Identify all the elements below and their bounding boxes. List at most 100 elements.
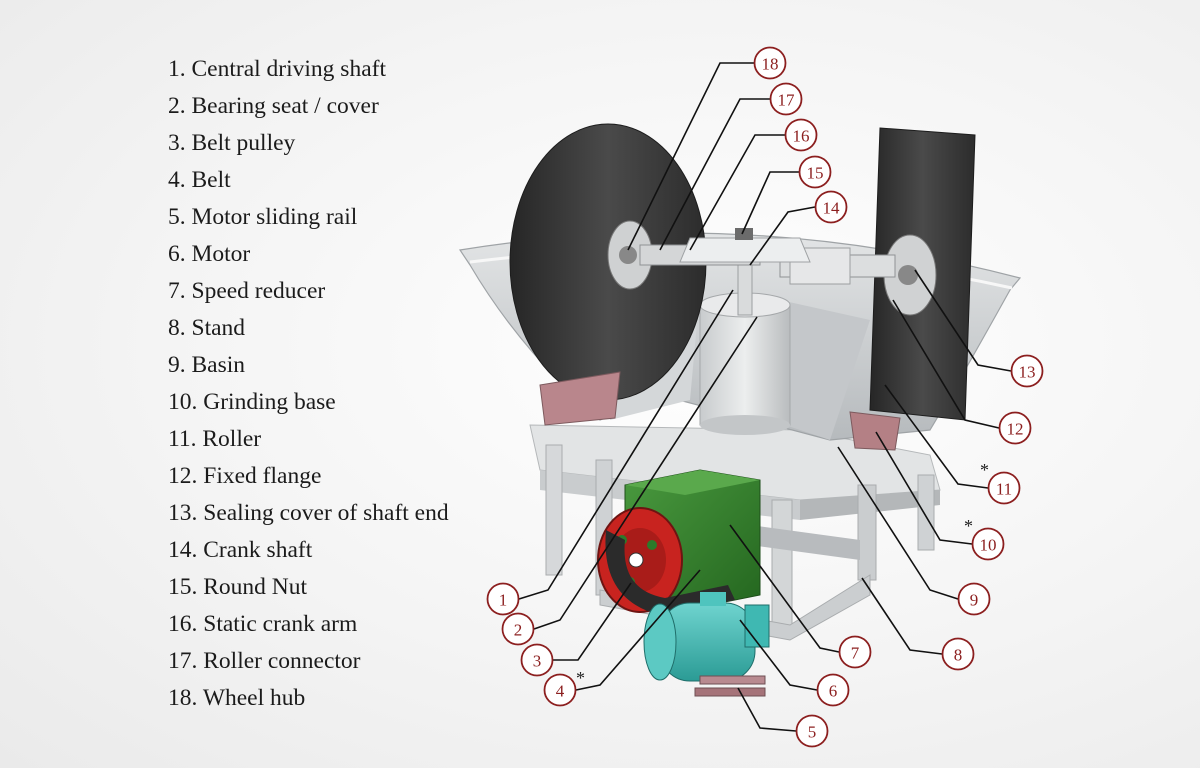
grinding-bases (539, 371, 901, 451)
callout-circle (769, 82, 803, 116)
legend-item: 6. Motor (168, 241, 251, 267)
leader-line-12 (892, 299, 1000, 429)
callout-circle (987, 471, 1021, 505)
leader-line-17 (659, 98, 770, 251)
leader-line-3 (553, 582, 632, 661)
leader-line-16 (689, 134, 785, 251)
leader-line-15 (741, 171, 799, 235)
callout-number: 16 (793, 127, 810, 146)
callout-5: 5 (795, 714, 829, 748)
leader-line-10 (875, 431, 973, 545)
callout-number: 17 (778, 91, 796, 110)
callout-circle (798, 155, 832, 189)
leader-line-6 (739, 619, 818, 691)
callout-number: 10 (980, 536, 997, 555)
callout-circle (486, 582, 520, 616)
callout-13: 13 (1010, 354, 1044, 388)
callout-16: 16 (784, 118, 818, 152)
callout-1: 1 (486, 582, 520, 616)
callout-number: 13 (1019, 363, 1036, 382)
callout-circle (998, 411, 1032, 445)
callout-number: 18 (762, 55, 779, 74)
callout-circle (941, 637, 975, 671)
callout-6: 6 (816, 673, 850, 707)
callout-number: 12 (1007, 420, 1024, 439)
callout-number: 3 (533, 652, 542, 671)
legend-item: 8. Stand (168, 315, 246, 341)
callout-number: 15 (807, 164, 824, 183)
callout-circle (784, 118, 818, 152)
callout-circle (816, 673, 850, 707)
leader-line-18 (627, 62, 754, 251)
legend-item: 17. Roller connector (168, 648, 361, 674)
callout-11: 11 * (980, 460, 1021, 505)
callout-7: 7 (838, 635, 872, 669)
callout-number: 7 (851, 644, 860, 663)
legend-item: 10. Grinding base (168, 389, 336, 415)
legend-item: 9. Basin (168, 352, 246, 378)
callout-number: 4 (556, 682, 565, 701)
callout-3: 3 (520, 643, 554, 677)
callout-circle (957, 582, 991, 616)
leader-line-9 (837, 446, 959, 600)
callout-star: * (964, 516, 973, 536)
legend-item: 14. Crank shaft (168, 537, 313, 563)
leader-line-8 (861, 577, 943, 655)
crank-arm (679, 228, 811, 263)
callout-circle (1010, 354, 1044, 388)
callout-circle (520, 643, 554, 677)
legend-item: 1. Central driving shaft (168, 56, 386, 82)
leader-line-13 (914, 269, 1012, 372)
callout-star: * (980, 460, 989, 480)
legend-item: 18. Wheel hub (168, 685, 306, 711)
callout-15: 15 (798, 155, 832, 189)
callout-circle (501, 612, 535, 646)
callout-2: 2 (501, 612, 535, 646)
callout-number: 11 (996, 480, 1012, 499)
callout-circle (795, 714, 829, 748)
callout-number: 9 (970, 591, 979, 610)
legend-item: 7. Speed reducer (168, 278, 326, 304)
legend-item: 12. Fixed flange (168, 463, 322, 489)
motor (643, 592, 770, 697)
callout-18: 18 (753, 46, 787, 80)
belt-pulley (597, 507, 735, 615)
parts-legend: 1. Central driving shaft 2. Bearing seat… (168, 54, 449, 720)
legend-item: 15. Round Nut (168, 574, 308, 600)
callout-circle (814, 190, 848, 224)
callout-number: 2 (514, 621, 523, 640)
legend-item: 3. Belt pulley (168, 130, 296, 156)
leader-line-11 (884, 384, 989, 489)
leader-line-14 (749, 206, 816, 266)
leader-line-7 (729, 524, 840, 653)
callout-number: 14 (823, 199, 841, 218)
legend-item: 13. Sealing cover of shaft end (168, 500, 449, 526)
central-column (699, 264, 791, 435)
callout-star: * (576, 668, 585, 688)
legend-item: 16. Static crank arm (168, 611, 358, 637)
leader-line-5 (737, 687, 797, 732)
callout-number: 1 (499, 591, 508, 610)
leader-line-2 (533, 316, 758, 630)
callout-9: 9 (957, 582, 991, 616)
callout-14: 14 (814, 190, 848, 224)
legend-item: 2. Bearing seat / cover (168, 93, 379, 119)
callout-number: 6 (829, 682, 838, 701)
callout-circle (971, 527, 1005, 561)
callout-number: 8 (954, 646, 963, 665)
callout-number: 5 (808, 723, 817, 742)
legend-item: 4. Belt (168, 167, 231, 193)
legend-item: 11. Roller (168, 426, 262, 452)
leader-line-1 (518, 289, 734, 600)
callout-circle (543, 673, 577, 707)
callout-17: 17 (769, 82, 803, 116)
right-roller (779, 127, 976, 421)
leader-line-4 (575, 569, 701, 691)
callout-circle (838, 635, 872, 669)
leader-lines (518, 62, 1012, 732)
callout-4: 4* (543, 668, 585, 707)
legend-item: 5. Motor sliding rail (168, 204, 358, 230)
